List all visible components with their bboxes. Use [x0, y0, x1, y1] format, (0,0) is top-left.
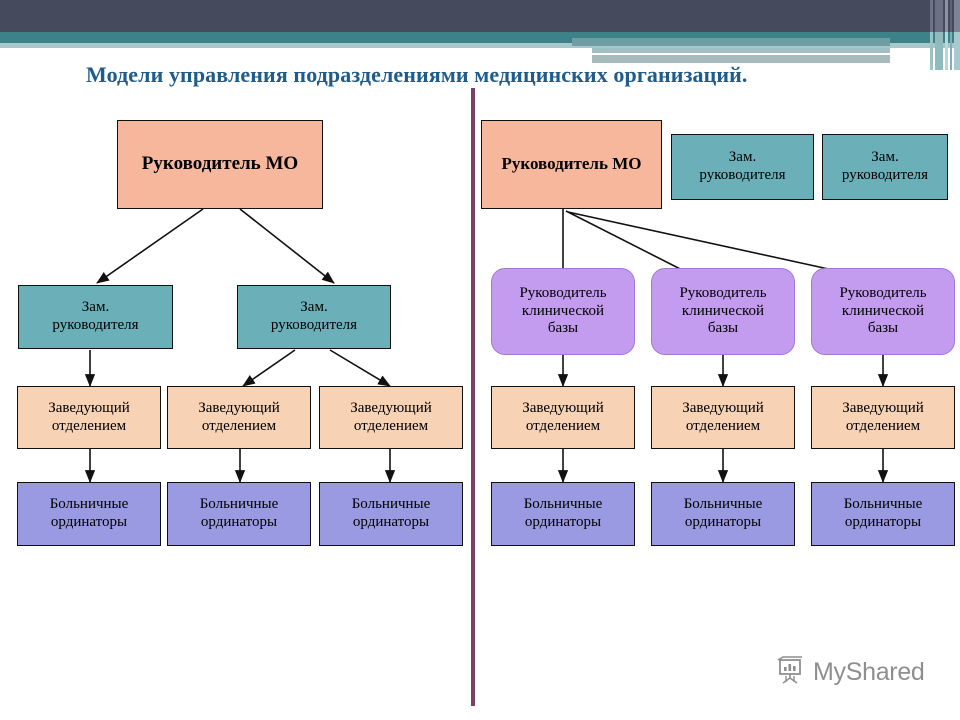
header-vertical-stripe-lower-4: [950, 32, 952, 70]
connector-left-deputy2-to-dept3: [329, 349, 391, 387]
header-band-navy: [0, 0, 960, 32]
left-node-deputy-2[interactable]: Зам.руководителя: [237, 285, 391, 349]
header-accent-bar-1: [572, 38, 890, 46]
header-vertical-stripe-lower-2: [935, 32, 943, 70]
right-node-deputy-1-label: Зам.руководителя: [699, 149, 786, 183]
header-band-teal: [0, 32, 960, 43]
myshared-watermark-text: MyShared: [813, 658, 925, 686]
header-vertical-stripe-lower-3: [945, 32, 948, 70]
left-node-head-label: Руководитель МО: [141, 153, 299, 175]
myshared-watermark: MyShared: [775, 655, 925, 690]
connector-left-head-to-deputy-1: [96, 208, 204, 284]
left-node-deputy-2-label: Зам.руководителя: [270, 299, 358, 333]
left-node-deputy-1-label: Зам.руководителя: [52, 299, 139, 333]
right-node-deputy-2[interactable]: Зам.руководителя: [822, 134, 948, 200]
slide-title: Модели управления подразделениями медици…: [86, 62, 748, 87]
header-accent-bar-4: [690, 63, 890, 67]
model-divider: [471, 88, 475, 706]
connector-left-deputy2-to-dept2: [242, 349, 296, 387]
header-accent-bar-3: [592, 55, 890, 63]
right-node-head[interactable]: Руководитель МО: [481, 120, 662, 209]
header-band-mint: [0, 43, 960, 48]
header-vertical-stripe-lower-1: [930, 32, 933, 70]
right-node-deputy-2-label: Зам.руководителя: [841, 149, 929, 183]
connector-left-head-to-deputy-2: [239, 208, 335, 284]
presentation-board-icon: [775, 655, 805, 690]
right-node-deputy-1[interactable]: Зам.руководителя: [671, 134, 814, 200]
right-node-head-label: Руководитель МО: [501, 154, 642, 174]
left-node-deputy-1[interactable]: Зам.руководителя: [18, 285, 173, 349]
header-vertical-stripe-lower-5: [954, 32, 960, 70]
left-node-head[interactable]: Руководитель МО: [117, 120, 323, 209]
header-accent-bar-2: [592, 48, 890, 53]
